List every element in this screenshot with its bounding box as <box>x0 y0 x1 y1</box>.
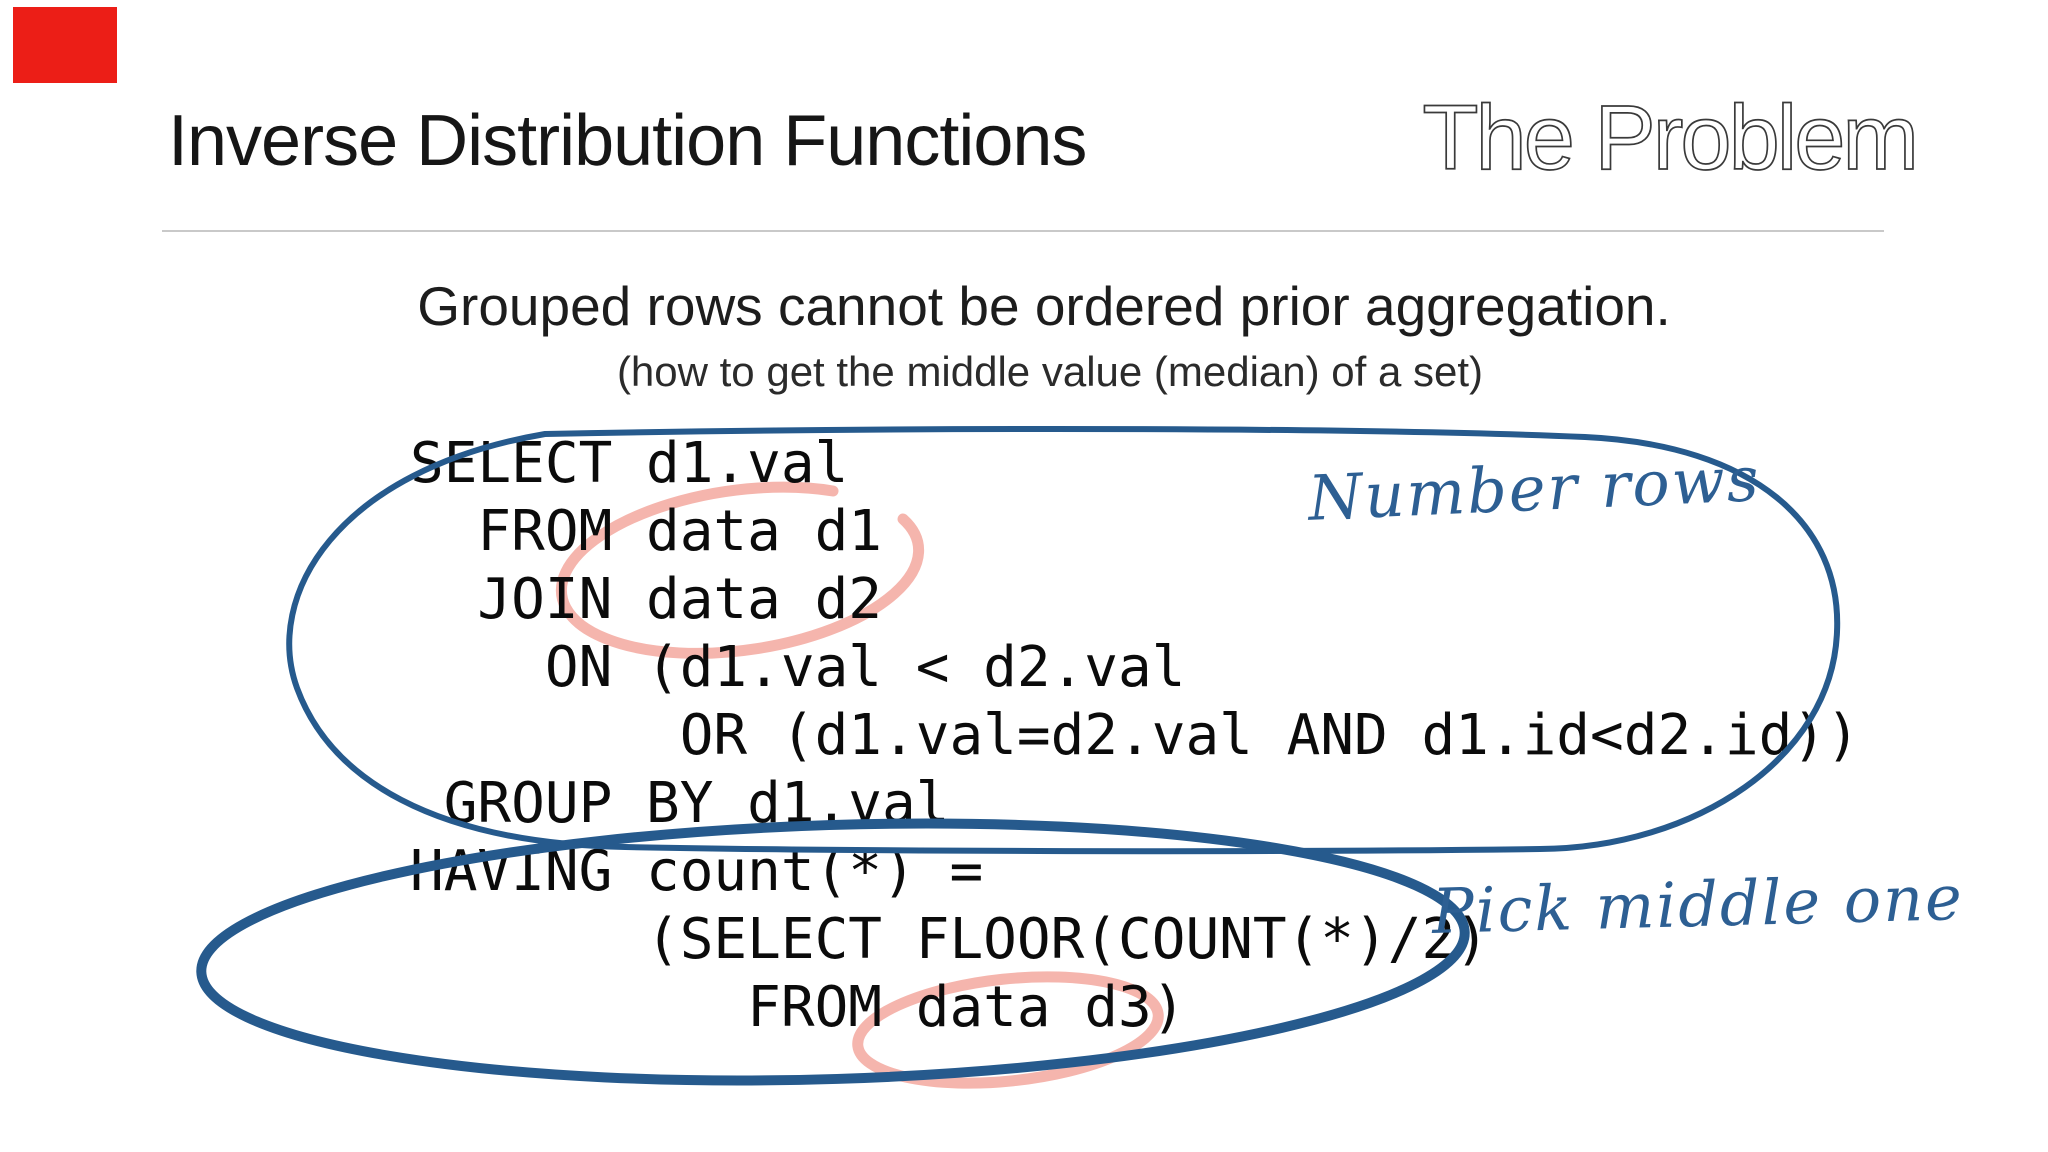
sql-code-block: SELECT d1.val FROM data d1 JOIN data d2 … <box>410 430 1860 1042</box>
subtitle-note: (how to get the middle value (median) of… <box>616 348 1484 395</box>
code-line: GROUP BY d1.val <box>410 771 950 836</box>
code-line: ON (d1.val < d2.val <box>410 635 1186 700</box>
code-line: FROM data d3) <box>410 975 1186 1040</box>
section-label: The Problem <box>1421 86 1919 190</box>
code-line: JOIN data d2 <box>410 567 883 632</box>
subtitle: Grouped rows cannot be ordered prior agg… <box>417 275 1671 337</box>
code-line: OR (d1.val=d2.val AND d1.id<d2.id)) <box>410 703 1860 768</box>
recording-indicator <box>13 7 117 83</box>
divider-line <box>162 230 1884 232</box>
annotation-pick-middle: Pick middle one <box>1431 861 1965 948</box>
page-title: Inverse Distribution Functions <box>168 101 1087 181</box>
